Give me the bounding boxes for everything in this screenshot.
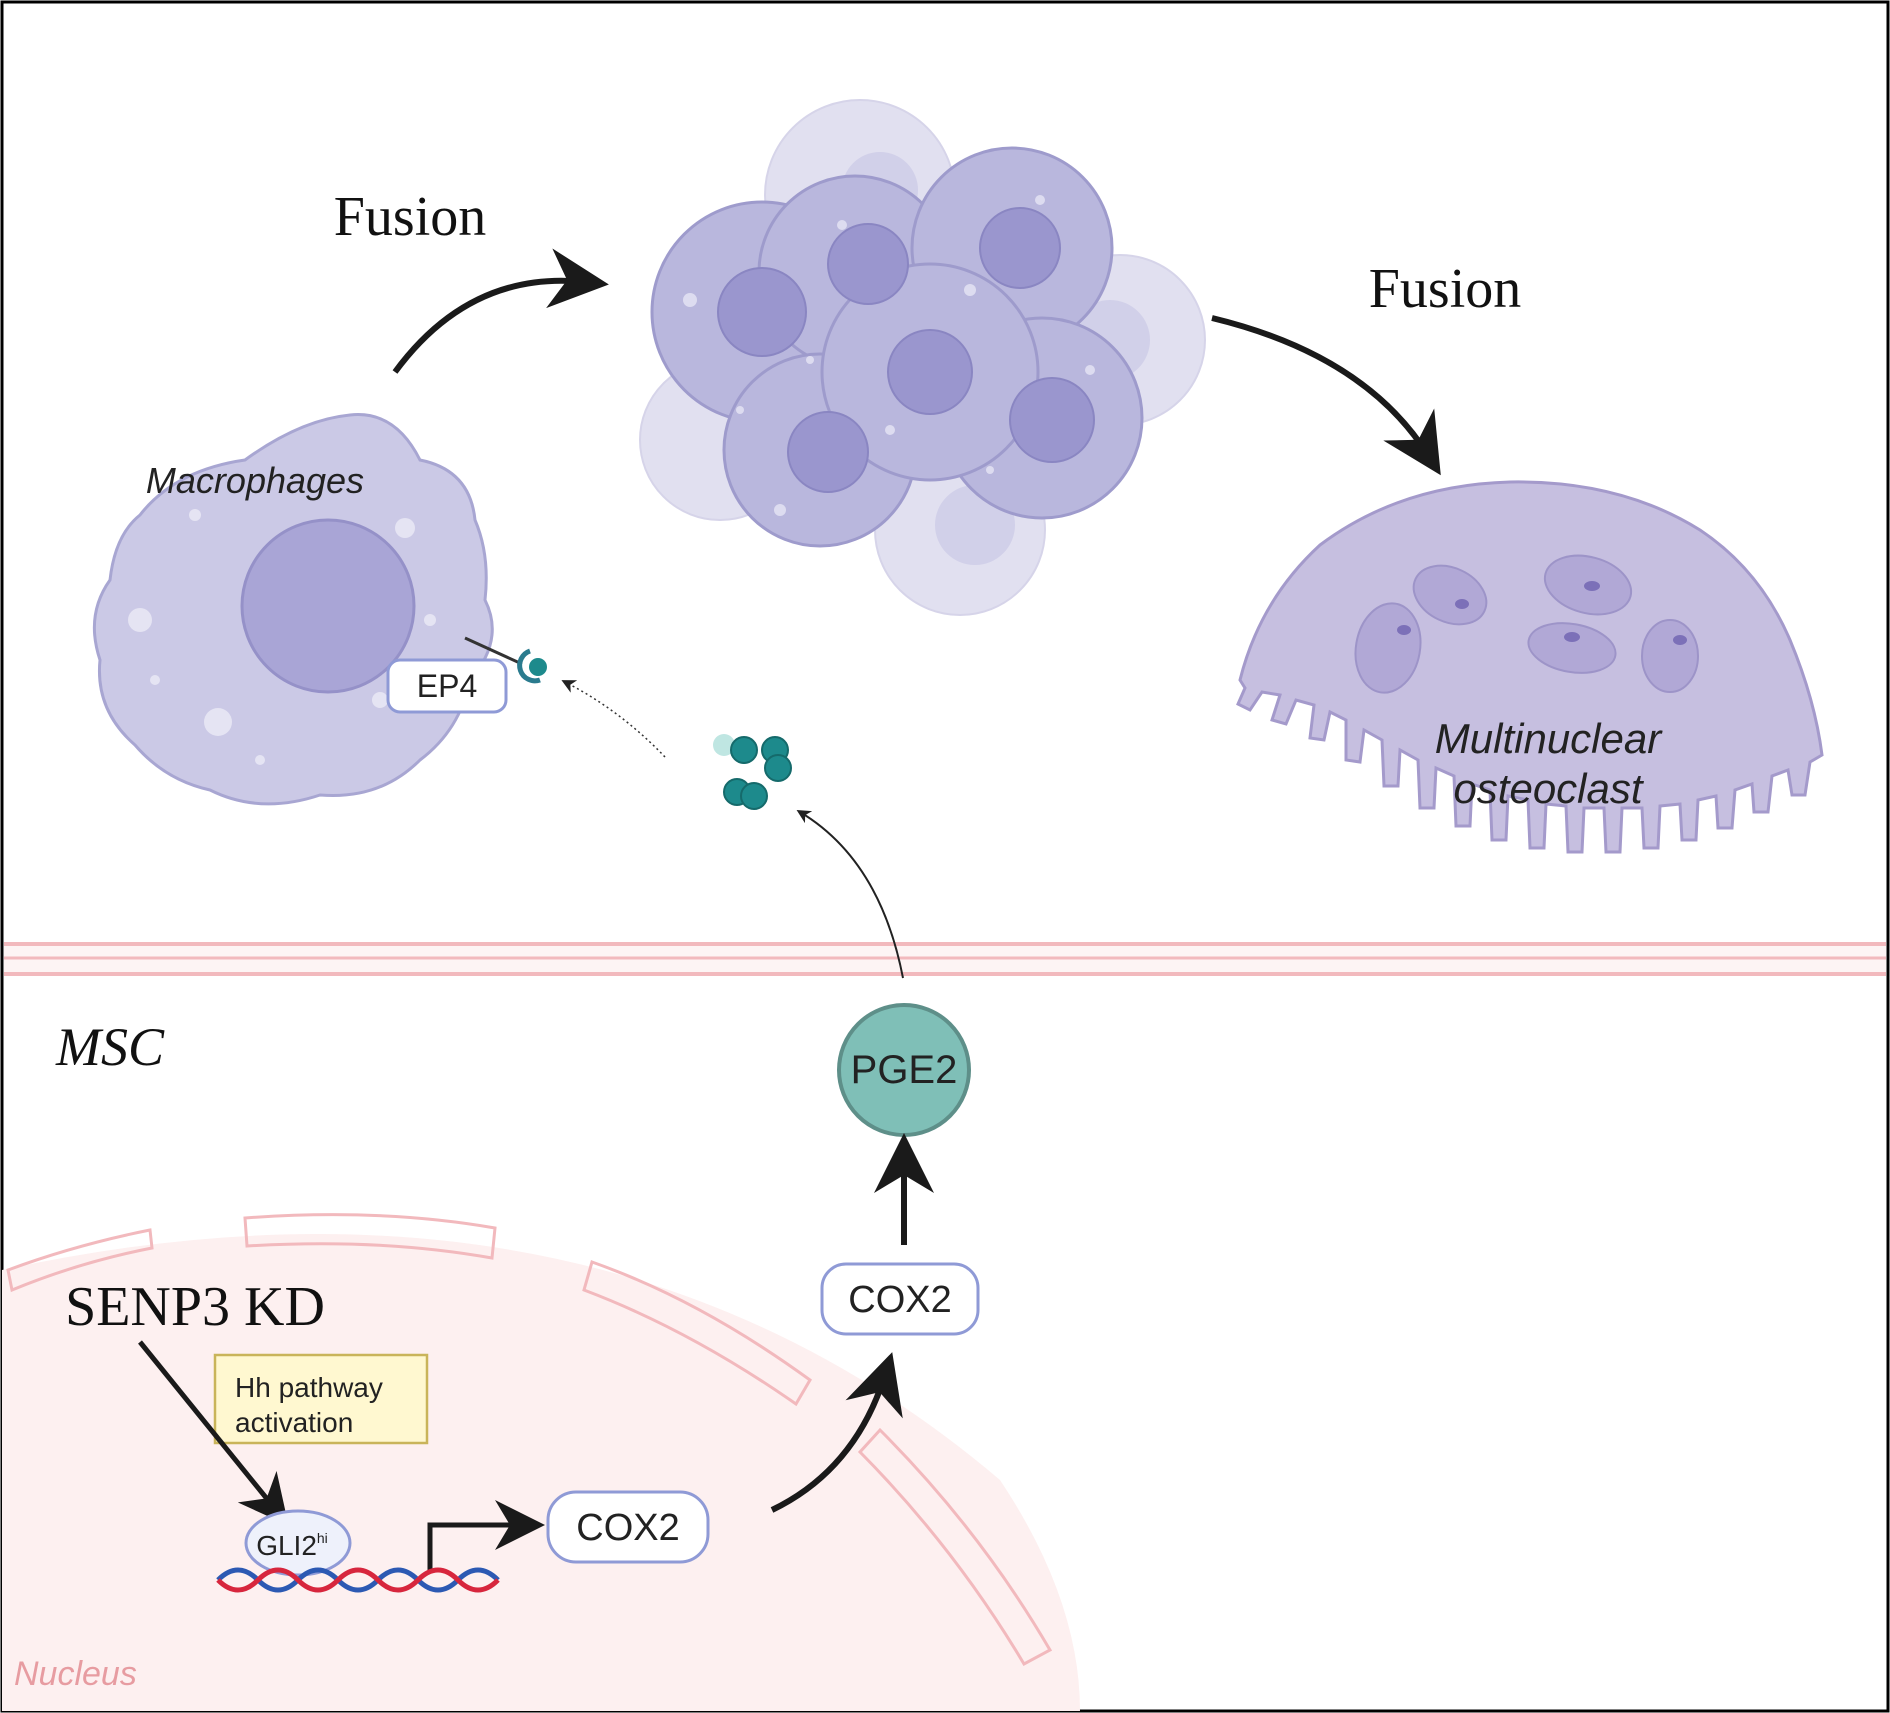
cox2-lower-label: COX2 [576, 1507, 679, 1549]
cox2-export-arrow [770, 1352, 903, 1513]
hh-pathway-line2: activation [235, 1407, 353, 1438]
transcription-start-arrow [427, 1500, 545, 1572]
macrophages-label: Macrophages [146, 460, 364, 501]
ep4-receptor [386, 636, 547, 714]
msc-label: MSC [55, 1017, 165, 1077]
hh-pathway-line1: Hh pathway [235, 1372, 383, 1403]
cox2-upper-box [820, 1262, 980, 1336]
plasma-membrane [4, 942, 1886, 976]
pge2-label: PGE2 [851, 1048, 958, 1092]
molecules-to-ep4-arrow [561, 680, 666, 758]
multinuclear-osteoclast [1236, 480, 1824, 854]
cox2-lower-box [546, 1490, 710, 1564]
pge2-molecules [713, 734, 792, 810]
secretion-arrow-to-molecules [796, 809, 904, 979]
fusion-label-left: Fusion [334, 186, 487, 248]
gli2-label-main: GLI2 [256, 1530, 317, 1561]
gli2-label: GLI2hi [256, 1530, 328, 1561]
fusion-arrow-right [1211, 315, 1441, 476]
ep4-label: EP4 [417, 668, 477, 704]
cox2-upper-label: COX2 [848, 1279, 951, 1321]
hh-pathway-box [213, 1353, 429, 1445]
senp3-to-gli2-arrow [138, 1340, 289, 1526]
fusion-arrow-left [392, 248, 609, 374]
macrophage-nucleus [240, 518, 416, 694]
nucleus-region [2, 1213, 1080, 1711]
osteoclast-label-line2: osteoclast [1453, 765, 1644, 812]
dna-helix [216, 1567, 500, 1593]
gli2-label-superscript: hi [317, 1530, 328, 1546]
nucleus-label: Nucleus [14, 1655, 137, 1693]
osteoclast-label-line1: Multinuclear [1435, 715, 1663, 762]
senp3-kd-label: SENP3 KD [65, 1276, 325, 1338]
gli2-node [244, 1509, 352, 1577]
fusing-cell-cluster [639, 99, 1206, 616]
fusion-label-right: Fusion [1369, 258, 1522, 320]
